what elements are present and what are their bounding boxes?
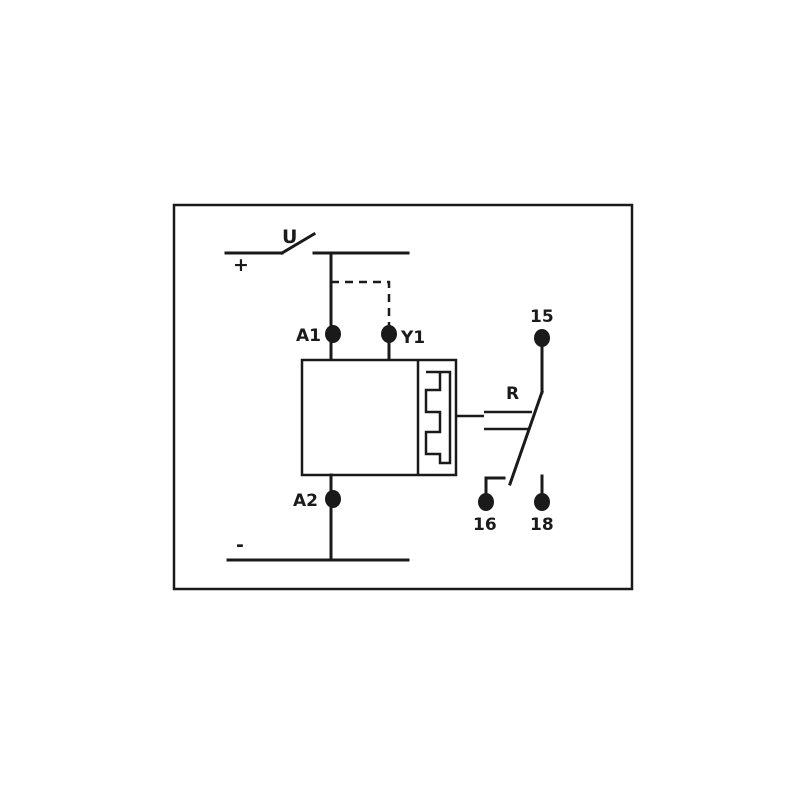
pulse-waveform-icon xyxy=(424,370,452,465)
label-relay-r: R xyxy=(506,384,519,404)
diagram-frame xyxy=(172,203,634,591)
label-terminal-15: 15 xyxy=(530,307,554,327)
relay-body xyxy=(300,358,458,477)
label-a2: A2 xyxy=(293,491,318,511)
label-terminal-18: 18 xyxy=(530,515,554,535)
y1-control-link xyxy=(331,280,391,330)
label-minus: - xyxy=(236,534,244,556)
contact-blade xyxy=(508,390,544,486)
terminal-y1 xyxy=(381,325,397,343)
terminal-a1 xyxy=(325,325,341,343)
terminal-a2 xyxy=(325,490,341,508)
terminal-16 xyxy=(478,493,494,511)
label-plus: + xyxy=(233,254,249,276)
switch-u-blade xyxy=(279,231,317,256)
label-a1: A1 xyxy=(296,326,321,346)
label-terminal-16: 16 xyxy=(473,515,497,535)
contact-16-lead xyxy=(484,476,506,502)
label-switch-u: U xyxy=(282,226,297,248)
terminal-18 xyxy=(534,493,550,511)
label-y1: Y1 xyxy=(400,328,425,348)
